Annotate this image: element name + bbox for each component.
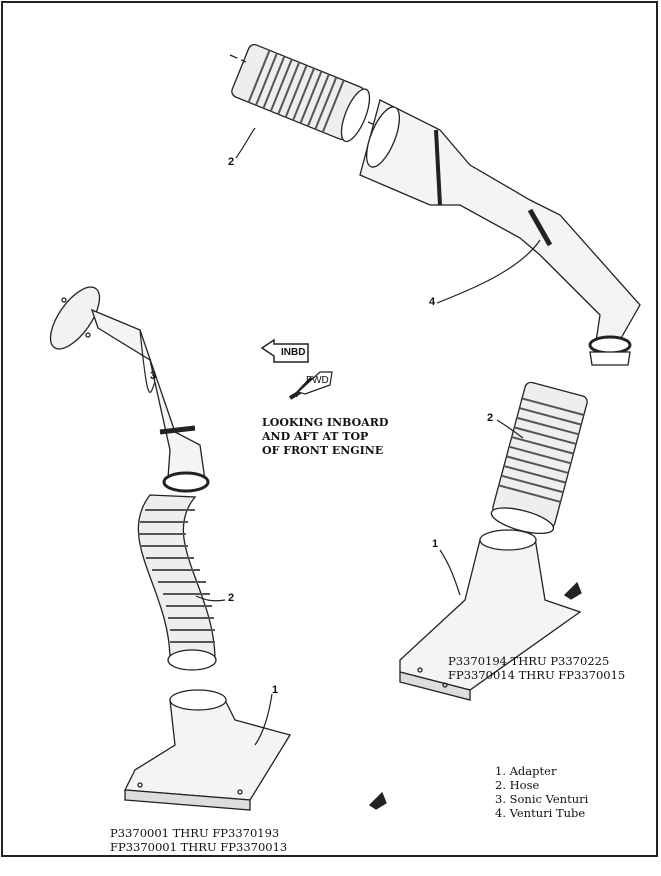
effectivity-left: P3370001 THRU FP3370193 FP3370001 THRU F… (110, 826, 287, 854)
effectivity-line: FP3370001 THRU FP3370013 (110, 840, 288, 854)
legend-item: 1. Adapter (495, 764, 557, 778)
callout-hose-left: 2 (228, 592, 235, 604)
venturi-tube (359, 99, 641, 366)
effectivity-right: P3370194 THRU P3370225 FP3370014 THRU FP… (448, 654, 625, 682)
leader-lines (139, 127, 541, 746)
effectivity-line: P3370194 THRU P3370225 (448, 654, 610, 668)
fwd-label: FWD (306, 375, 329, 386)
callout-adapter-right: 1 (432, 538, 439, 550)
inbd-label: INBD (281, 347, 306, 358)
callout-hose-right: 2 (487, 412, 494, 424)
legend-item: 3. Sonic Venturi (495, 792, 589, 806)
figure-border (1, 1, 658, 857)
callout-venturi-tube: 4 (429, 296, 436, 308)
view-note-line: OF FRONT ENGINE (262, 444, 384, 457)
right-adapter (399, 529, 582, 701)
callout-adapter-left: 1 (272, 684, 279, 696)
parts-legend: 1. Adapter 2. Hose 3. Sonic Venturi 4. V… (495, 764, 588, 820)
upper-hose (231, 43, 371, 143)
view-note-line: LOOKING INBOARD (262, 416, 389, 429)
legend-item: 2. Hose (495, 778, 540, 792)
right-hose (490, 381, 588, 535)
effectivity-line: FP3370014 THRU FP3370015 (448, 668, 626, 682)
left-adapter (123, 689, 292, 811)
view-note-line: AND AFT AT TOP (262, 430, 369, 443)
direction-arrow-left (368, 791, 387, 810)
effectivity-line: P3370001 THRU FP3370193 (110, 826, 280, 840)
direction-arrow-right (563, 581, 582, 600)
callout-sonic-venturi: 3 (150, 370, 157, 382)
left-sonic-venturi (49, 286, 210, 493)
view-note: LOOKING INBOARD AND AFT AT TOP OF FRONT … (262, 416, 388, 458)
callout-hose-upper: 2 (228, 156, 235, 168)
legend-item: 4. Venturi Tube (495, 806, 586, 820)
left-hose (137, 494, 217, 671)
inbd-arrow-icon (260, 338, 309, 363)
fwd-arrow-icon (288, 371, 333, 400)
